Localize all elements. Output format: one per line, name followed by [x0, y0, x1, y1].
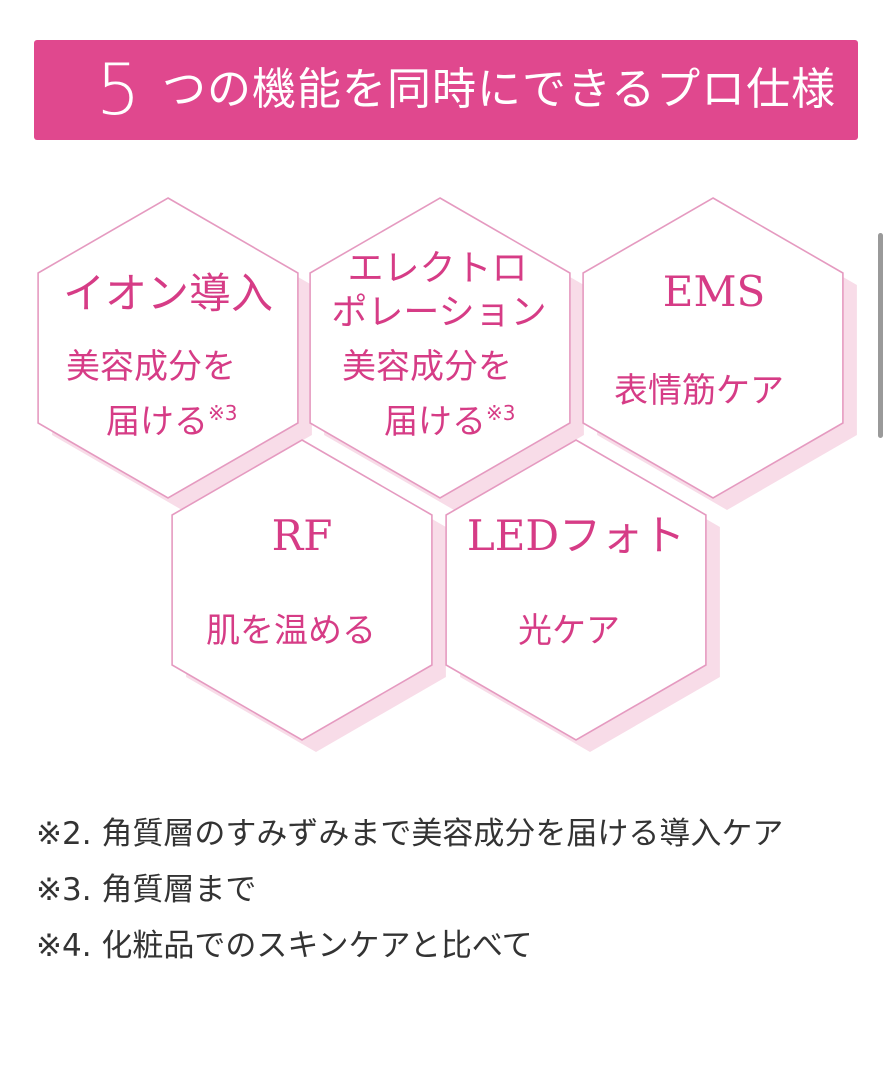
footnote-2: ※2. 角質層のすみずみまで美容成分を届ける導入ケア	[36, 816, 784, 852]
footnotes: ※2. 角質層のすみずみまで美容成分を届ける導入ケア ※3. 角質層まで ※4.…	[36, 806, 856, 974]
feature-electro-desc-text: 届ける	[384, 402, 486, 442]
scrollbar-thumb[interactable]	[878, 233, 883, 438]
feature-rf-label: RF	[271, 511, 333, 560]
feature-electro-desc-2: 届ける※3	[384, 392, 515, 443]
hex-ion	[37, 197, 299, 499]
title-banner: 5 つの機能を同時にできるプロ仕様	[34, 40, 858, 140]
banner-title: つの機能を同時にできるプロ仕様	[162, 64, 837, 115]
feature-electro-note: ※3	[486, 401, 516, 425]
hex-electro	[309, 197, 571, 499]
feature-ems-desc: 表情筋ケア	[614, 371, 784, 411]
feature-ion-desc-1: 美容成分を	[66, 347, 236, 387]
feature-led-label: LEDフォト	[466, 511, 686, 560]
feature-ion-note: ※3	[208, 401, 238, 425]
feature-ion-desc-2: 届ける※3	[106, 392, 237, 443]
feature-electro-desc-1: 美容成分を	[342, 347, 512, 387]
hex-rf	[171, 439, 433, 741]
footnote-3: ※3. 角質層まで	[36, 872, 257, 908]
banner-number: 5	[96, 49, 141, 131]
feature-electro-label-2: ポレーション	[331, 292, 547, 333]
feature-hexagons	[37, 197, 857, 752]
feature-ems-label: EMS	[662, 267, 766, 316]
feature-led-desc: 光ケア	[518, 611, 620, 651]
footnote-4: ※4. 化粧品でのスキンケアと比べて	[36, 928, 533, 964]
feature-ion-desc-text: 届ける	[106, 402, 208, 442]
hex-ems	[582, 197, 844, 499]
feature-electro-label-1: エレクトロ	[347, 248, 528, 289]
feature-ion-label: イオン導入	[62, 269, 273, 318]
feature-rf-desc: 肌を温める	[206, 611, 376, 651]
hex-led	[445, 439, 707, 741]
